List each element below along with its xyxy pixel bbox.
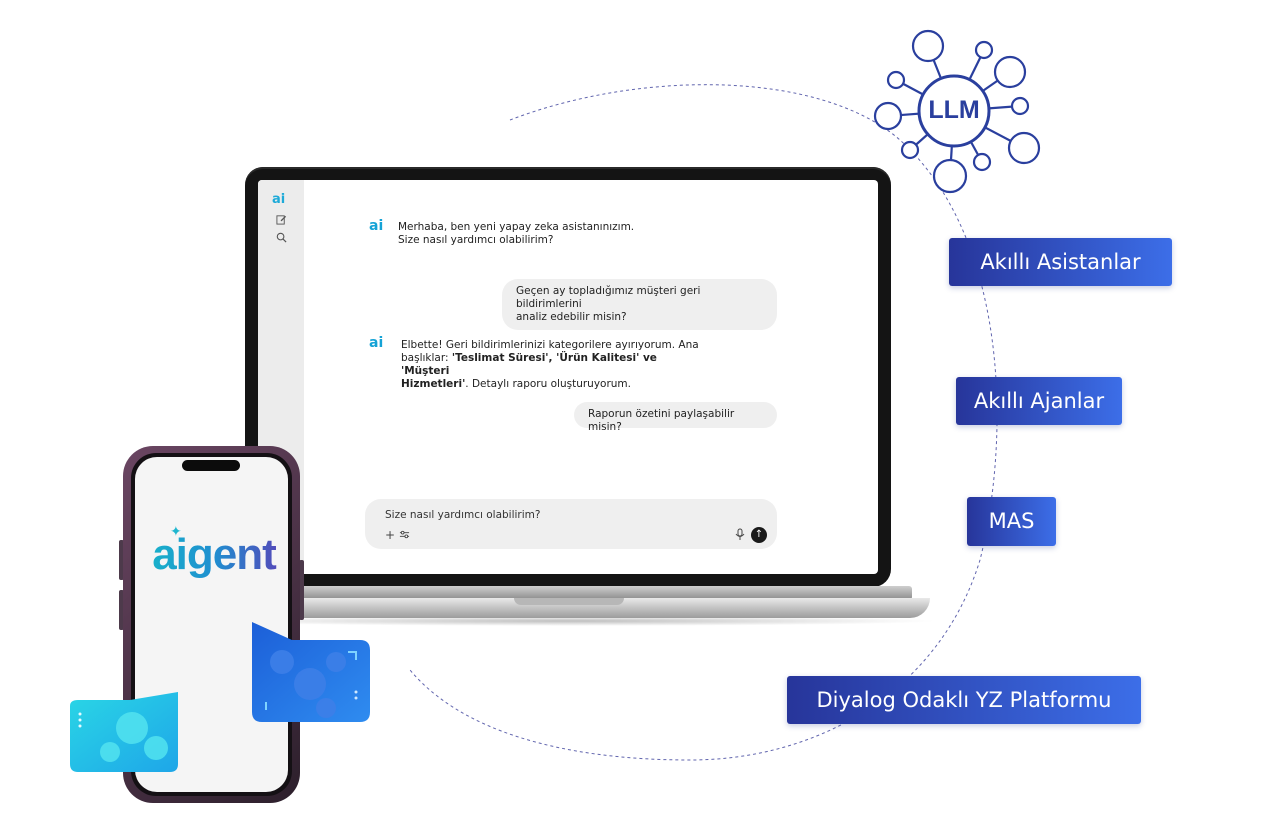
assistant-avatar: ai — [369, 335, 384, 351]
message-text: . Detaylı raporu oluşturuyorum. — [465, 378, 631, 390]
message-bold-text: Hizmetleri' — [401, 378, 466, 390]
sidebar-logo[interactable]: ai — [272, 192, 286, 207]
feature-pill-platform: Diyalog Odaklı YZ Platformu — [787, 676, 1141, 724]
phone-side-button — [119, 540, 124, 580]
assistant-message: Elbette! Geri bildirimlerinizi kategoril… — [401, 339, 701, 391]
laptop-hinge — [228, 586, 912, 600]
phone-side-button — [119, 590, 124, 630]
composer[interactable]: Size nasıl yardımcı olabilirim? + ↑ — [365, 499, 777, 549]
assistant-message: Merhaba, ben yeni yapay zeka asistanınız… — [398, 221, 634, 247]
edit-icon[interactable] — [274, 214, 288, 228]
laptop-base — [210, 598, 930, 618]
message-line: Merhaba, ben yeni yapay zeka asistanınız… — [398, 221, 635, 233]
feature-pill-assistants: Akıllı Asistanlar — [949, 238, 1172, 286]
search-icon[interactable] — [274, 232, 288, 246]
llm-network-icon — [873, 29, 1041, 194]
plus-icon[interactable]: + — [385, 528, 396, 542]
message-line: Elbette! Geri bildirimlerinizi kategoril… — [401, 339, 699, 351]
message-line: Hizmetleri'. Detaylı raporu oluşturuyoru… — [401, 378, 701, 391]
sparkle-icon: ✦ — [170, 524, 182, 540]
message-text: başlıklar: — [401, 352, 452, 364]
laptop-notch — [514, 598, 624, 605]
message-bold-text: 'Teslimat Süresi', 'Ürün Kalitesi' ve 'M… — [401, 352, 657, 377]
mic-icon[interactable] — [735, 528, 745, 544]
decorative-shape-icon — [252, 622, 370, 722]
brand-logo: aigent — [139, 530, 289, 580]
user-message: Geçen ay topladığımız müşteri geri bildi… — [502, 279, 777, 330]
user-message: Raporun özetini paylaşabilir misin? — [574, 402, 777, 433]
laptop-screen: ai ai Merhaba, ben yeni yapay zeka asist… — [258, 180, 878, 574]
message-line: başlıklar: 'Teslimat Süresi', 'Ürün Kali… — [401, 352, 701, 378]
message-line: Geçen ay topladığımız müşteri geri bildi… — [516, 285, 701, 310]
composer-input[interactable]: Size nasıl yardımcı olabilirim? — [385, 509, 541, 521]
decorative-shape-icon — [70, 692, 178, 772]
feature-pill-agents: Akıllı Ajanlar — [956, 377, 1122, 425]
llm-label: LLM — [928, 96, 980, 124]
phone-side-button — [299, 560, 304, 620]
message-line: Raporun özetini paylaşabilir misin? — [588, 408, 735, 433]
send-button[interactable]: ↑ — [751, 527, 767, 543]
phone-dynamic-island — [182, 460, 240, 471]
sliders-icon[interactable] — [399, 529, 410, 543]
feature-pill-mas: MAS — [967, 497, 1056, 546]
laptop-shadow — [200, 616, 940, 626]
assistant-avatar: ai — [369, 218, 384, 234]
message-line: analiz edebilir misin? — [516, 311, 627, 323]
message-line: Size nasıl yardımcı olabilirim? — [398, 234, 554, 246]
